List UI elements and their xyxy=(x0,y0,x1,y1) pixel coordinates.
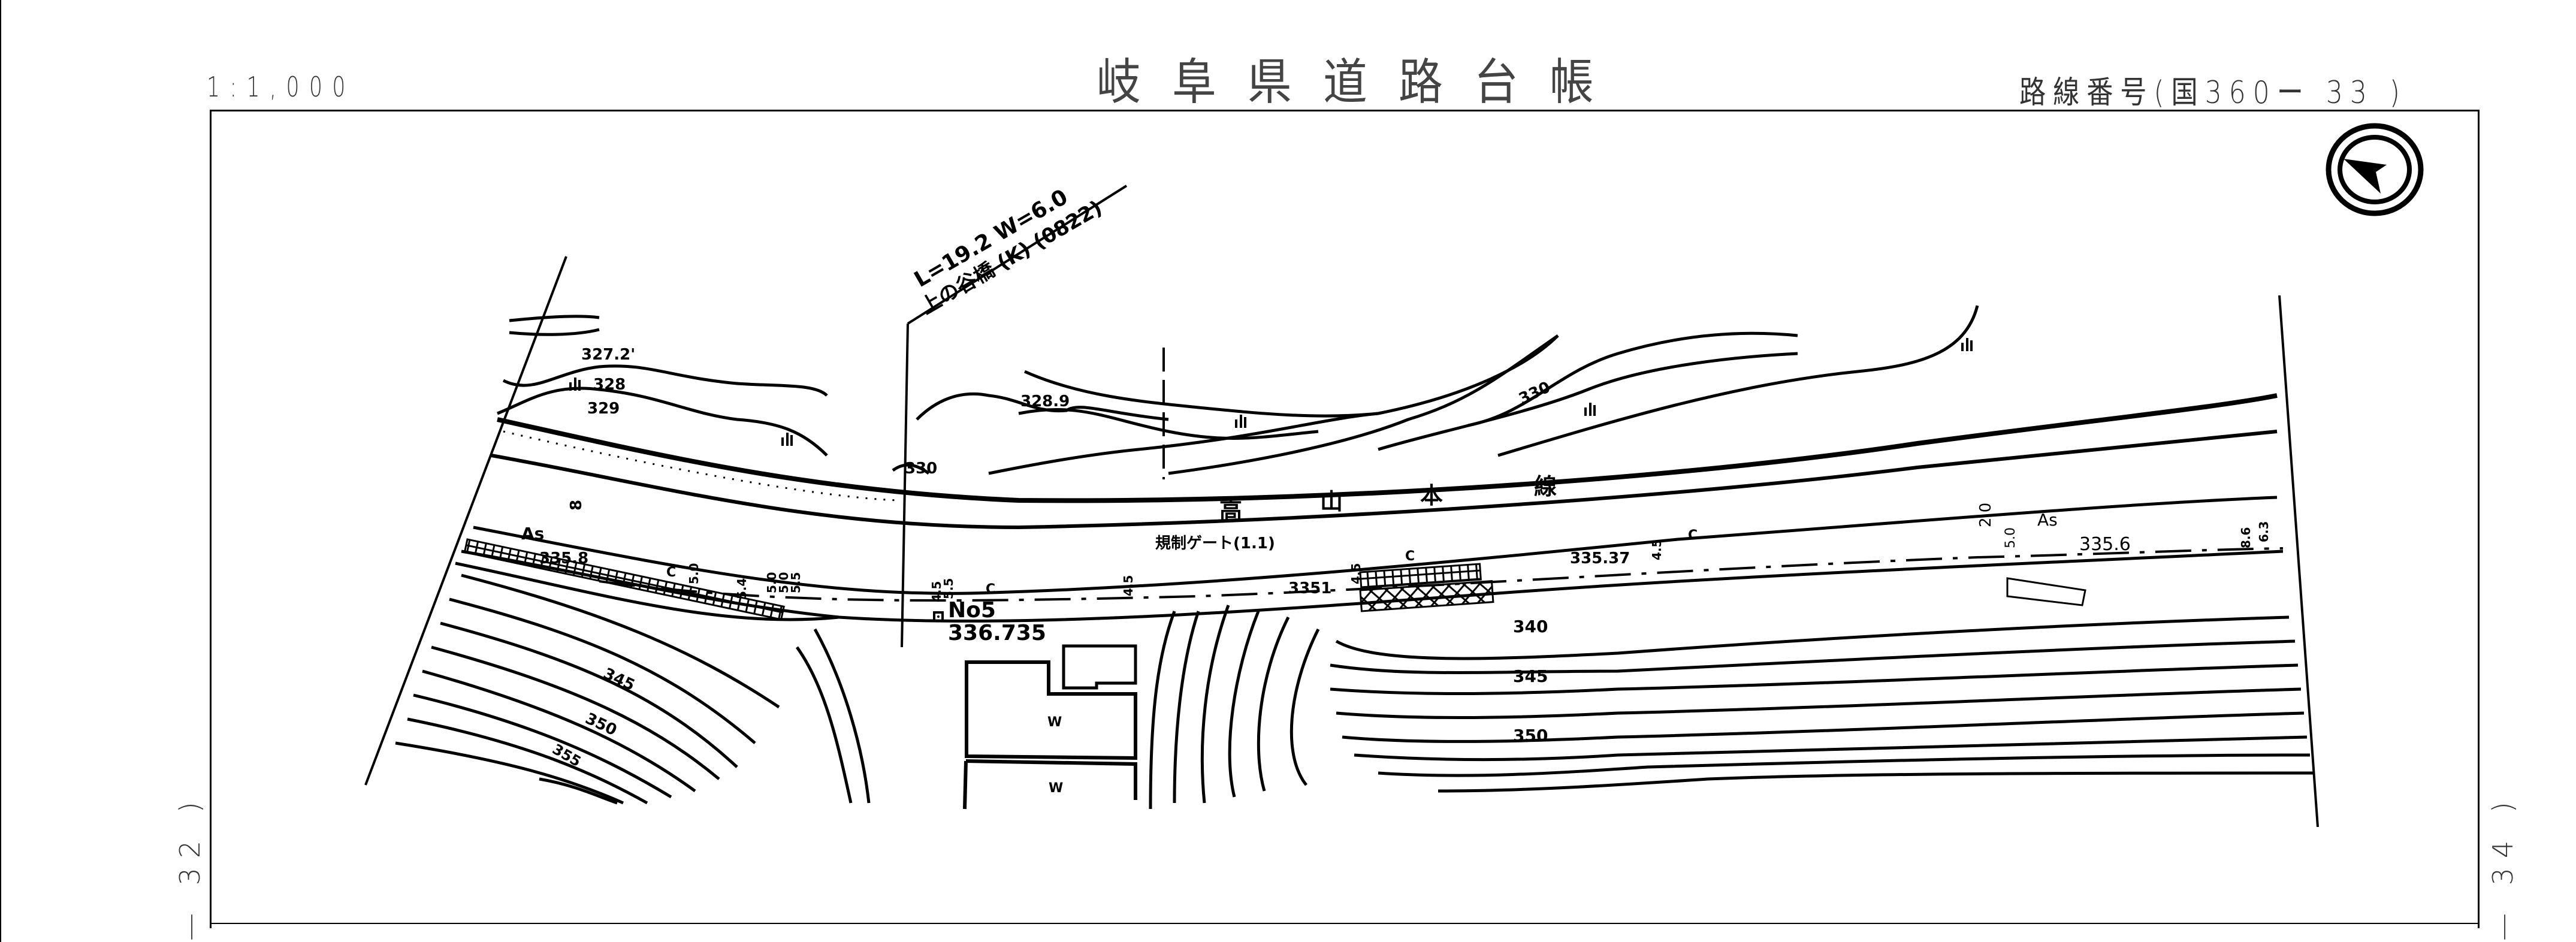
railway-char-1: 高 xyxy=(1219,497,1242,524)
width-mark: 4.5 xyxy=(1121,575,1136,596)
railway-char-2: 山 xyxy=(1320,488,1343,515)
elevation-point: 335.37 xyxy=(1570,550,1630,567)
contour-lines-lower xyxy=(395,573,2314,810)
marker-8: 8 xyxy=(567,500,585,511)
width-mark: 4.5 xyxy=(1650,539,1664,560)
map-frame-bottom xyxy=(210,923,2480,924)
width-mark: 6.3 xyxy=(2257,521,2271,542)
retaining-wall-right xyxy=(1359,563,1482,589)
stone-slab xyxy=(2006,577,2086,606)
railway-char-3: 本 xyxy=(1420,482,1443,509)
north-arrow-icon xyxy=(2326,123,2424,216)
grass-symbols xyxy=(569,338,1973,446)
fence-crosshatch xyxy=(1359,580,1494,612)
map-extent-lines xyxy=(364,256,2319,828)
contour-label: 329 xyxy=(587,400,620,418)
surface-concrete: C xyxy=(666,565,676,580)
route-number: 路線番号(国360ー 33 ) xyxy=(2019,75,2407,111)
contour-label: 330 xyxy=(905,460,937,478)
contour-label: 328 xyxy=(593,376,626,394)
contour-label: 350 xyxy=(1513,726,1548,745)
width-mark: 5.0 xyxy=(2003,527,2018,548)
elevation-point: 335.6 xyxy=(2079,534,2131,555)
page-edge xyxy=(0,0,1,942)
surface-wasteland: W xyxy=(1047,715,1062,730)
surface-concrete: C xyxy=(986,582,995,597)
surface-asphalt: As xyxy=(521,524,544,544)
railway-char-4: 線 xyxy=(1534,473,1557,500)
width-mark: 5.0 xyxy=(777,572,791,593)
surface-concrete: C xyxy=(1405,549,1415,564)
width-mark: 5.5 xyxy=(941,578,956,599)
surface-asphalt: As xyxy=(2037,510,2058,530)
elevation-point: 3351 xyxy=(1288,579,1331,597)
width-mark: 8.6 xyxy=(2239,527,2253,548)
contour-label: 340 xyxy=(1513,617,1548,636)
width-mark: 5.5 xyxy=(789,572,803,593)
width-mark: 5.4 xyxy=(735,578,749,599)
width-mark: 2.0 xyxy=(1977,503,1995,527)
contour-label: 345 xyxy=(1513,666,1548,686)
contour-label: 345 xyxy=(600,665,638,695)
page-title: 岐阜県道路台帳 xyxy=(1097,54,1626,111)
contour-label: 328.9 xyxy=(1020,393,1070,410)
building-outline xyxy=(1062,644,1137,690)
width-mark: 4.5 xyxy=(1349,563,1363,584)
contour-label: 327.2' xyxy=(581,346,635,364)
railway-line xyxy=(491,393,2278,530)
station-number: No5 xyxy=(948,598,996,623)
surface-wasteland: W xyxy=(1049,781,1063,796)
regulation-gate-label: 規制ゲート(1.1) xyxy=(1155,535,1275,552)
elevation-point: 335.8 xyxy=(539,550,588,567)
width-mark: 4.5 xyxy=(929,581,944,602)
surface-concrete: C xyxy=(1688,528,1698,543)
contour-lines-upper xyxy=(497,305,1979,475)
width-mark: 5.0 xyxy=(687,563,701,584)
station-elevation: 336.735 xyxy=(948,621,1046,645)
station-marker-icon xyxy=(933,611,944,622)
retaining-wall-left xyxy=(463,538,785,621)
field-plots xyxy=(963,660,1137,810)
map-frame xyxy=(210,110,2480,928)
scale-label: 1:1,000 xyxy=(207,71,355,103)
width-mark: 5.0 xyxy=(765,572,779,593)
